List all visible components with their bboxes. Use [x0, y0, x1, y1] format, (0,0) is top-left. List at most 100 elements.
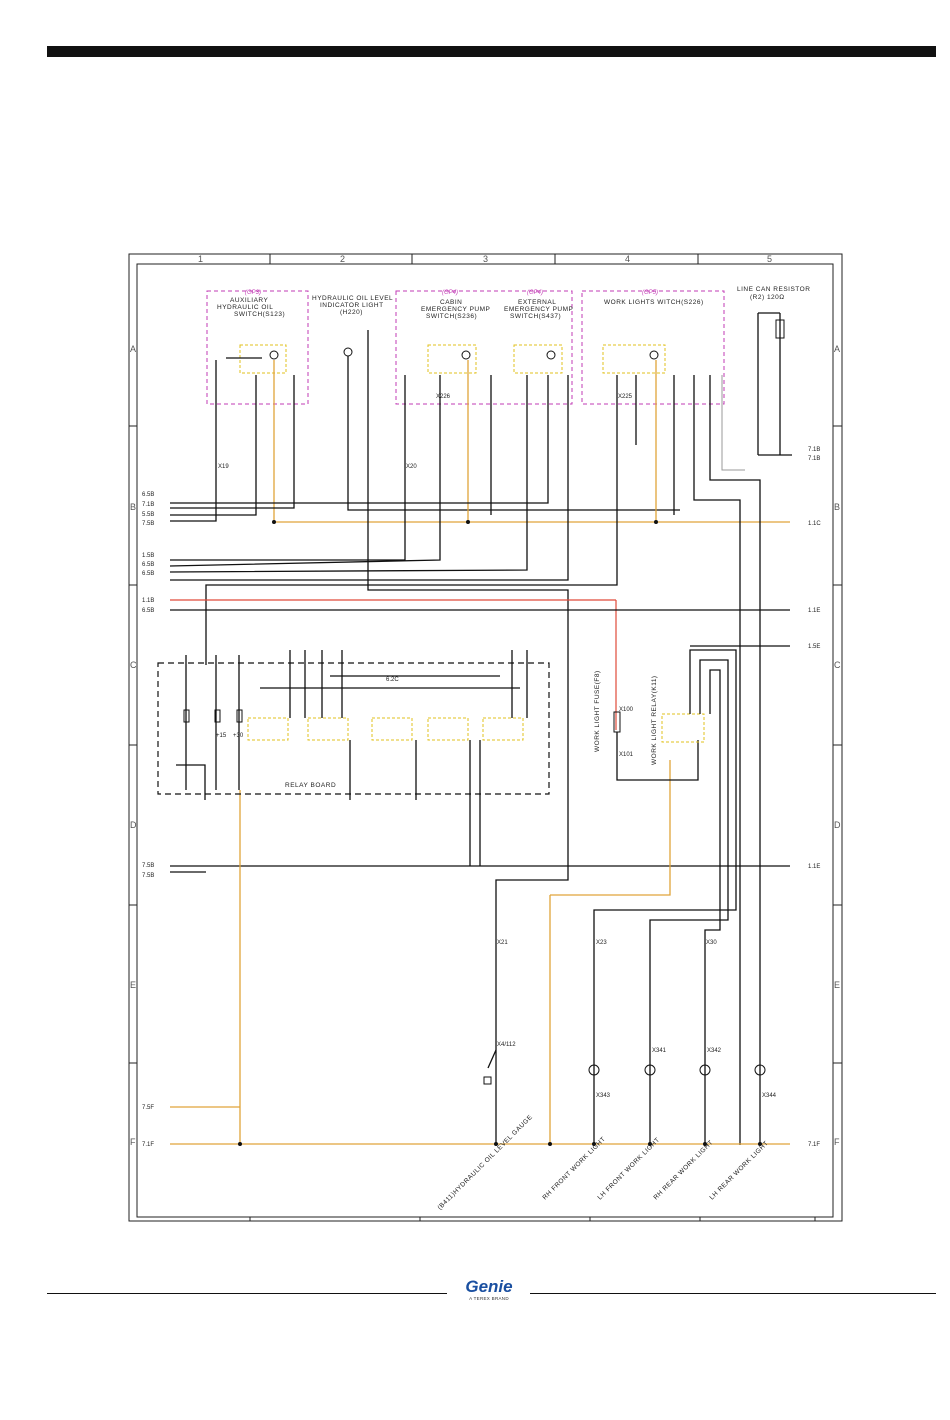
- row-label-b-right: B: [834, 502, 840, 512]
- grid-labels: 1 2 3 4 5 A B C D E F A B C D E F: [130, 254, 841, 1147]
- svg-text:LINE CAN RESISTOR: LINE CAN RESISTOR: [737, 286, 810, 293]
- work-light-relay-k11: WORK LIGHT RELAY(K11): [593, 649, 737, 1144]
- ground-joints: [238, 520, 762, 1146]
- left-references: 6.5B 7.1B 5.5B 7.5B 1.5B 6.5B 6.5B 1.1B …: [142, 492, 154, 1148]
- svg-text:X19: X19: [218, 464, 229, 470]
- bus-lines: [170, 599, 790, 1145]
- svg-text:X23: X23: [596, 940, 607, 946]
- logo-tagline: A TEREX BRAND: [469, 1296, 509, 1301]
- svg-text:(OP4): (OP4): [442, 290, 458, 296]
- row-label-b-left: B: [130, 502, 136, 512]
- svg-text:(OP3): (OP3): [245, 290, 261, 296]
- col-label-4: 4: [625, 254, 630, 264]
- svg-text:SWITCH(S437): SWITCH(S437): [510, 313, 561, 320]
- work-light-fuse-f8: WORK LIGHT FUSE(F8): [594, 670, 699, 781]
- svg-text:6.5B: 6.5B: [142, 608, 154, 614]
- svg-text:WORK LIGHTS WITCH(S226): WORK LIGHTS WITCH(S226): [604, 299, 704, 306]
- svg-text:EMERGENCY PUMP: EMERGENCY PUMP: [421, 306, 490, 313]
- svg-text:(OP5): (OP5): [642, 290, 658, 296]
- drawing-frame: [128, 253, 843, 1222]
- row-label-c-right: C: [834, 660, 841, 670]
- svg-text:(B411)HYDRAULIC OIL LEVEL GAUG: (B411)HYDRAULIC OIL LEVEL GAUGE: [436, 1114, 534, 1212]
- svg-text:LH REAR WORK LIGHT: LH REAR WORK LIGHT: [708, 1140, 770, 1202]
- svg-text:INDICATOR LIGHT: INDICATOR LIGHT: [320, 302, 384, 309]
- svg-text:WORK LIGHT RELAY(K11): WORK LIGHT RELAY(K11): [651, 675, 658, 765]
- col-label-2: 2: [340, 254, 345, 264]
- svg-text:6.5B: 6.5B: [142, 562, 154, 568]
- svg-text:(OP4): (OP4): [527, 290, 543, 296]
- indicator-light-h220: HYDRAULIC OIL LEVEL INDICATOR LIGHT (H22…: [312, 295, 393, 357]
- svg-text:RH FRONT WORK LIGHT: RH FRONT WORK LIGHT: [541, 1136, 607, 1202]
- svg-text:CABIN: CABIN: [440, 299, 462, 306]
- svg-text:(R2) 120Ω: (R2) 120Ω: [750, 294, 785, 301]
- lamps-row: [483, 1049, 766, 1085]
- svg-text:HYDRAULIC OIL LEVEL: HYDRAULIC OIL LEVEL: [312, 295, 393, 302]
- logo-wordmark: Genie: [465, 1277, 513, 1296]
- svg-text:1.1B: 1.1B: [142, 598, 154, 604]
- svg-text:X20: X20: [406, 464, 417, 470]
- svg-text:RELAY BOARD: RELAY BOARD: [285, 782, 336, 789]
- svg-text:EMERGENCY PUMP: EMERGENCY PUMP: [504, 306, 573, 313]
- svg-text:6.2C: 6.2C: [386, 677, 399, 683]
- svg-text:X225: X225: [618, 394, 633, 400]
- col-label-1: 1: [198, 254, 203, 264]
- row-label-c-left: C: [130, 660, 137, 670]
- row-label-e-right: E: [834, 980, 840, 990]
- svg-text:X21: X21: [497, 940, 508, 946]
- svg-text:+15: +15: [216, 733, 227, 739]
- svg-text:7.5F: 7.5F: [142, 1105, 154, 1111]
- genie-logo: Genie A TEREX BRAND: [456, 1278, 522, 1301]
- svg-text:X4/112: X4/112: [497, 1042, 516, 1048]
- option-box-op4: (OP4) (OP4) CABIN EMERGENCY PUMP SWITCH(…: [395, 290, 573, 405]
- row-label-f-right: F: [834, 1137, 840, 1147]
- svg-text:7.5B: 7.5B: [142, 863, 154, 869]
- footer-rule-right: [530, 1293, 936, 1294]
- svg-text:6.5B: 6.5B: [142, 492, 154, 498]
- svg-text:EXTERNAL: EXTERNAL: [518, 299, 556, 306]
- row-label-f-left: F: [130, 1137, 136, 1147]
- can-resistor-r2: LINE CAN RESISTOR (R2) 120Ω 7.1B 7.1B: [737, 286, 820, 462]
- svg-text:WORK LIGHT FUSE(F8): WORK LIGHT FUSE(F8): [594, 670, 601, 752]
- svg-text:7.5B: 7.5B: [142, 521, 154, 527]
- svg-text:SWITCH(S236): SWITCH(S236): [426, 313, 477, 320]
- svg-text:X101: X101: [619, 752, 634, 758]
- svg-text:1.5B: 1.5B: [142, 553, 154, 559]
- svg-text:X226: X226: [436, 394, 451, 400]
- svg-text:1.1E: 1.1E: [808, 608, 820, 614]
- option-box-op5: (OP5) WORK LIGHTS WITCH(S226): [581, 290, 725, 405]
- row-label-a-left: A: [130, 344, 136, 354]
- connector-tags: X19 X20 X21 X23 X226 X225 X30 X341 X342 …: [218, 394, 777, 1099]
- svg-text:5.5B: 5.5B: [142, 512, 154, 518]
- row-label-d-right: D: [834, 820, 841, 830]
- svg-text:7.1B: 7.1B: [808, 456, 820, 462]
- svg-text:X30: X30: [706, 940, 717, 946]
- svg-text:(H220): (H220): [340, 309, 363, 316]
- top-harness: [169, 330, 790, 1145]
- svg-text:X342: X342: [707, 1048, 722, 1054]
- row-label-e-left: E: [130, 980, 136, 990]
- svg-text:X100: X100: [619, 707, 634, 713]
- col-label-3: 3: [483, 254, 488, 264]
- svg-text:AUXILIARY: AUXILIARY: [230, 297, 269, 304]
- col-label-5: 5: [767, 254, 772, 264]
- svg-text:RH REAR WORK LIGHT: RH REAR WORK LIGHT: [652, 1139, 714, 1201]
- svg-text:1.1C: 1.1C: [808, 521, 821, 527]
- row-label-d-left: D: [130, 820, 137, 830]
- row-label-a-right: A: [834, 344, 840, 354]
- svg-text:7.1B: 7.1B: [142, 502, 154, 508]
- bottom-labels: (B411)HYDRAULIC OIL LEVEL GAUGE RH FRONT…: [436, 1114, 770, 1212]
- svg-text:X341: X341: [652, 1048, 667, 1054]
- svg-text:7.1F: 7.1F: [808, 1142, 820, 1148]
- svg-text:HYDRAULIC OIL: HYDRAULIC OIL: [217, 304, 273, 311]
- svg-text:7.5B: 7.5B: [142, 873, 154, 879]
- svg-text:LH FRONT WORK LIGHT: LH FRONT WORK LIGHT: [596, 1136, 661, 1201]
- right-references: 1.1C 1.1E 1.5E 1.1E 7.1F: [808, 521, 821, 1148]
- option-box-op3: (OP3) AUXILIARY HYDRAULIC OIL SWITCH(S12…: [206, 290, 309, 405]
- svg-text:X343: X343: [596, 1093, 611, 1099]
- footer-rule-left: [47, 1293, 447, 1294]
- svg-text:7.1F: 7.1F: [142, 1142, 154, 1148]
- svg-text:7.1B: 7.1B: [808, 447, 820, 453]
- svg-text:6.5B: 6.5B: [142, 571, 154, 577]
- svg-text:SWITCH(S123): SWITCH(S123): [234, 311, 285, 318]
